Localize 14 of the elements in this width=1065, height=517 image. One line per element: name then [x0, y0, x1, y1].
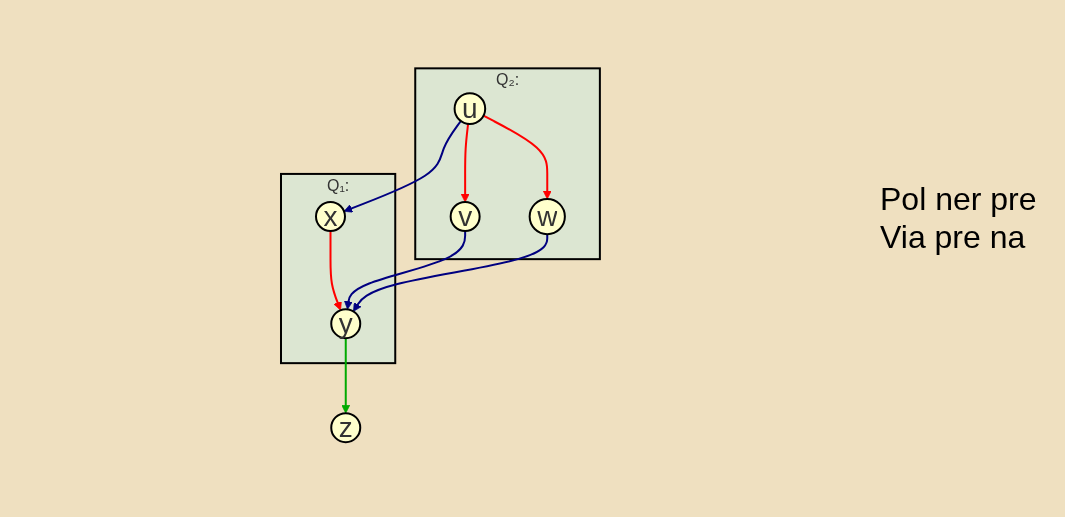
arrow: [343, 230, 466, 310]
node-circle: w: [528, 197, 566, 236]
node-circle: z: [329, 412, 361, 444]
arrow: [460, 122, 470, 203]
node-circle: x: [314, 201, 346, 233]
note-text: Pol ner pre Via pre na: [880, 180, 1038, 257]
arrow: [329, 230, 342, 311]
arrow: [343, 119, 462, 213]
arrow: [482, 114, 552, 200]
arrow: [340, 337, 350, 414]
arrow: [352, 233, 548, 312]
node-circle: v: [449, 201, 481, 233]
node-circle: u: [453, 92, 486, 125]
node-circle: y: [329, 308, 361, 340]
